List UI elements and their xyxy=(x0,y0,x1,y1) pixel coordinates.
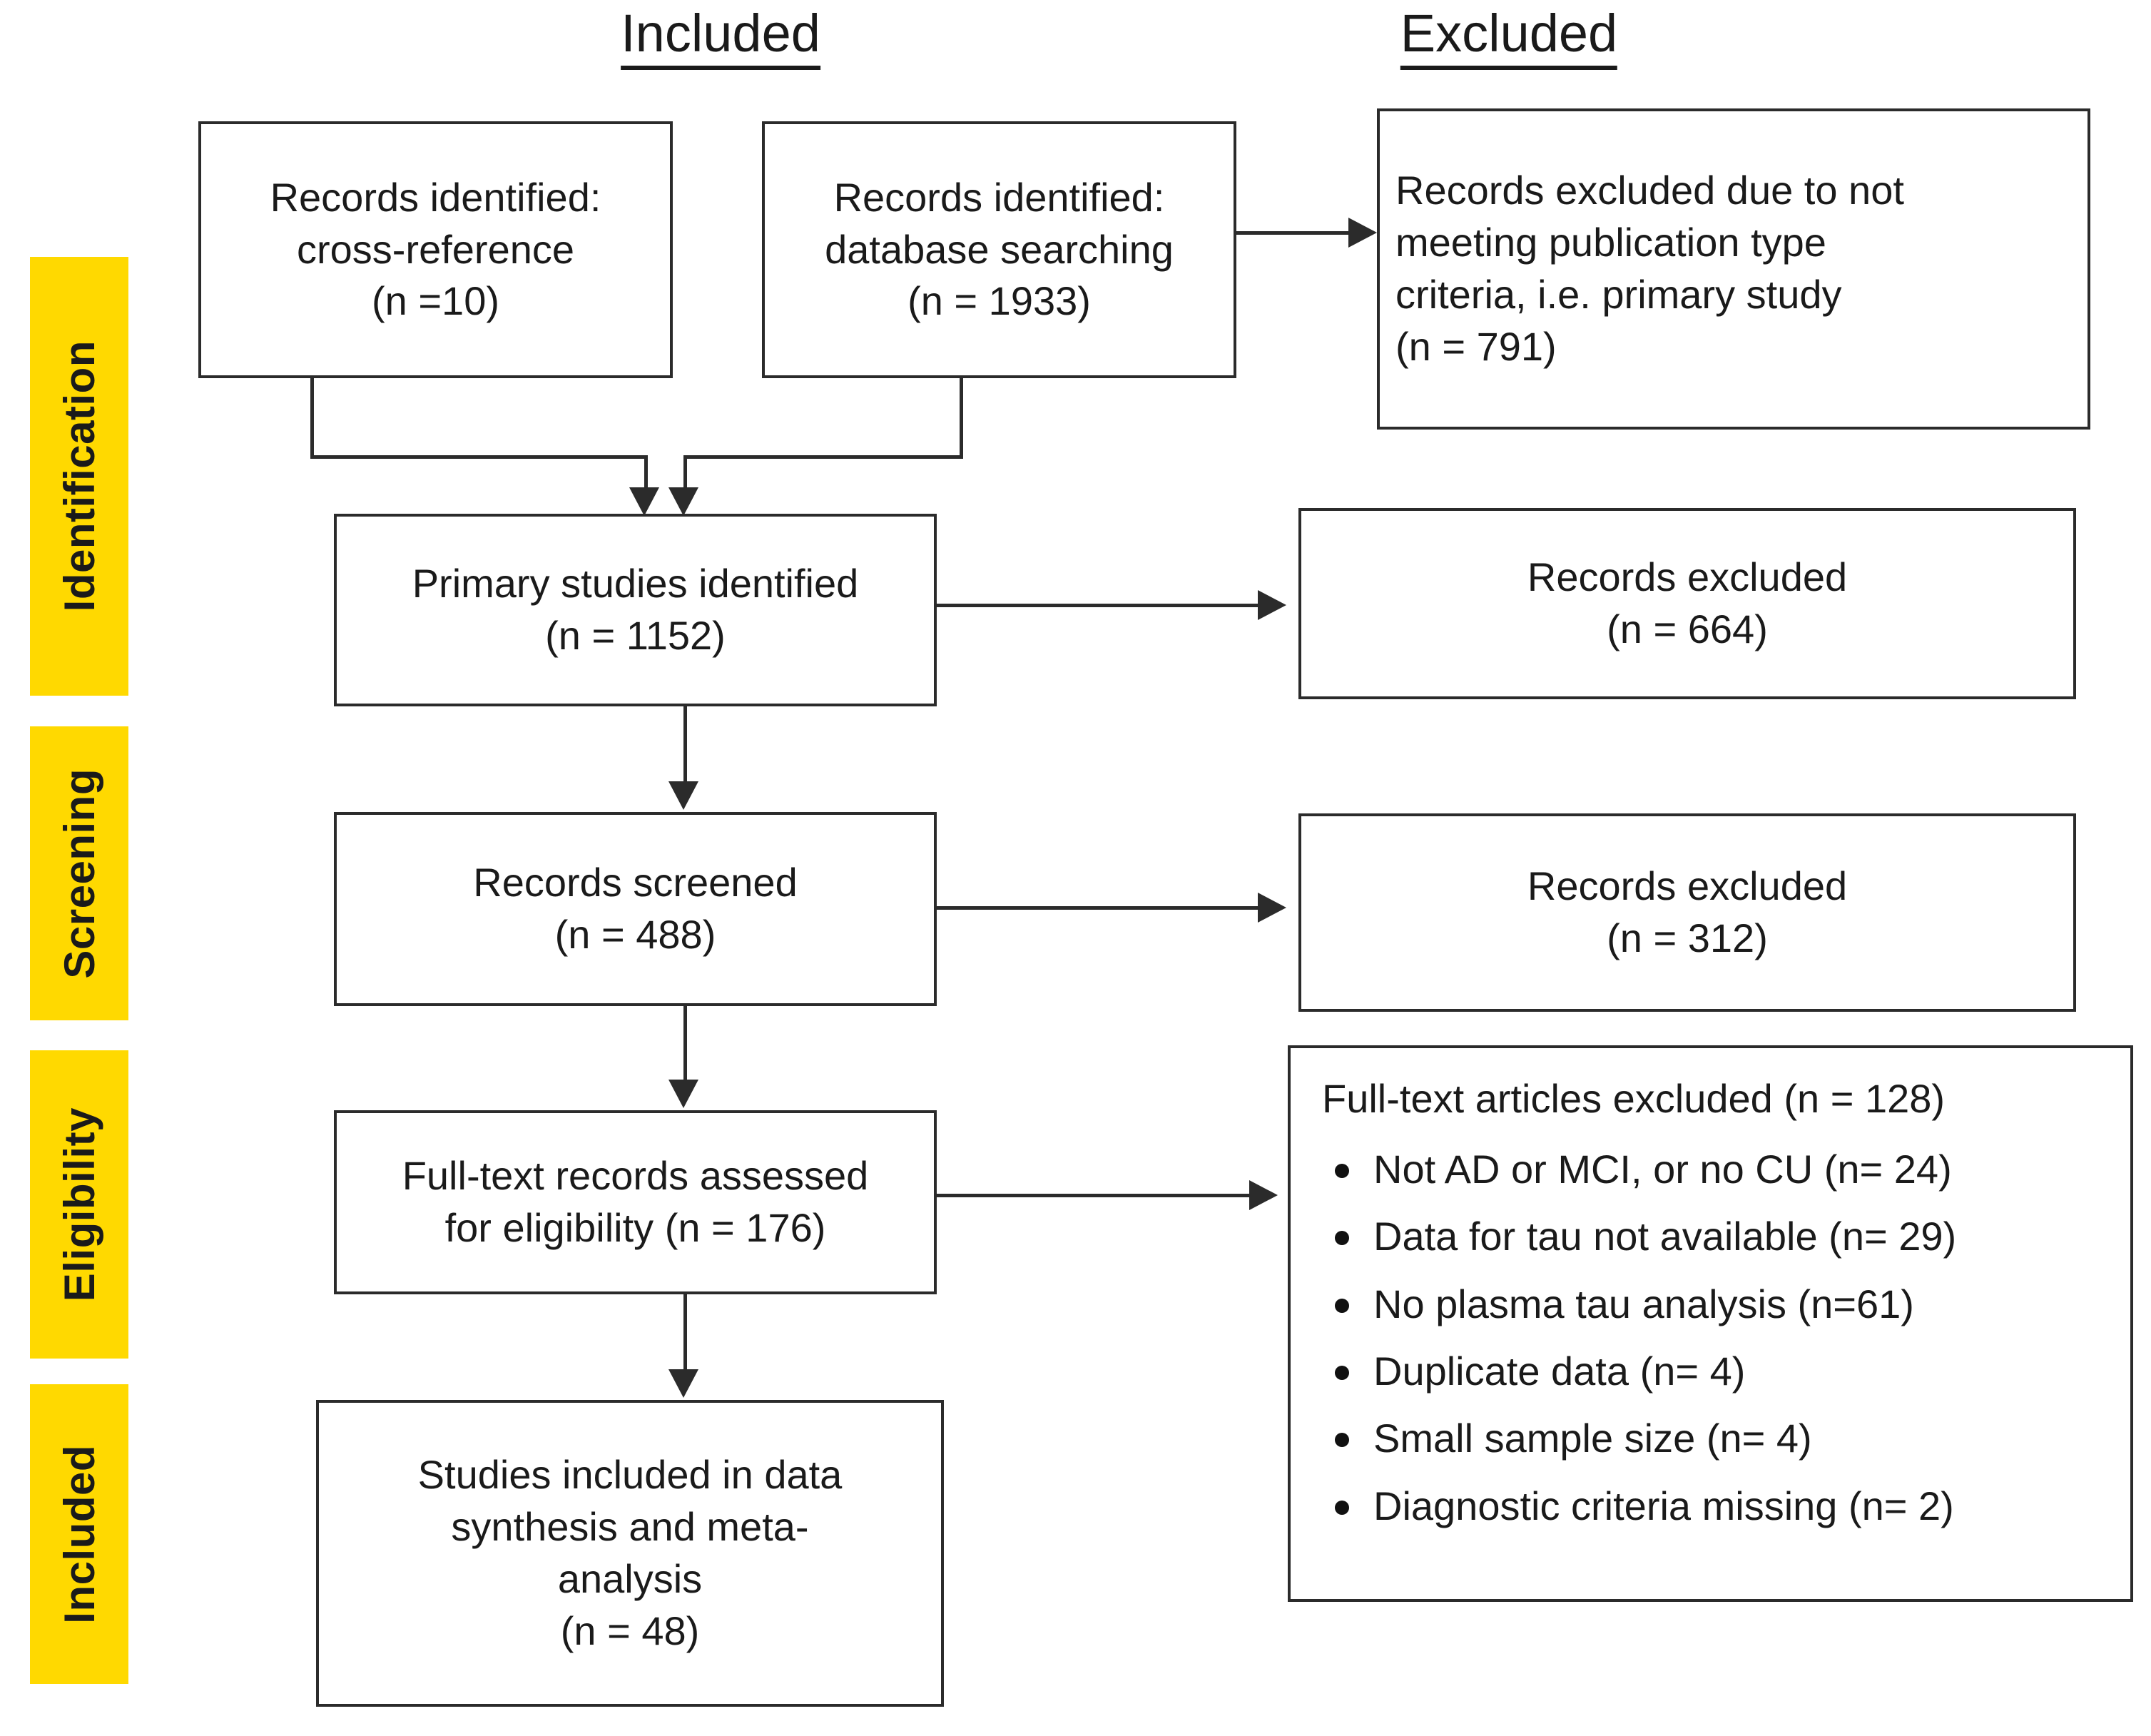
list-item: Not AD or MCI, or no CU (n= 24) xyxy=(1335,1145,2109,1194)
node-primary-studies-identified: Primary studies identified (n = 1152) xyxy=(334,514,937,706)
stage-label-included: Included xyxy=(55,1444,103,1624)
list-item: Duplicate data (n= 4) xyxy=(1335,1347,2109,1396)
node-records-screened-text: Records screened (n = 488) xyxy=(473,860,798,957)
arrowhead-primary-to-screened xyxy=(668,781,698,810)
node-excluded-publication-type: Records excluded due to not meeting publ… xyxy=(1377,108,2090,430)
node-records-cross-reference-text: Records identified: cross-reference (n =… xyxy=(270,174,601,324)
node-records-screened: Records screened (n = 488) xyxy=(334,812,937,1006)
connector-database-across xyxy=(683,455,963,459)
arrowhead-fulltext-to-excluded-list xyxy=(1249,1180,1278,1210)
stage-bar-included: Included xyxy=(30,1384,128,1684)
connector-screened-to-fulltext xyxy=(683,1006,687,1083)
connector-primary-to-excluded-664 xyxy=(937,604,1258,607)
node-records-excluded-312: Records excluded (n = 312) xyxy=(1298,813,2076,1012)
connector-database-down xyxy=(960,378,963,458)
column-heading-excluded: Excluded xyxy=(1400,7,1618,70)
stage-label-eligibility: Eligibility xyxy=(55,1107,103,1302)
node-records-excluded-664-text: Records excluded (n = 664) xyxy=(1527,554,1848,651)
stage-bar-identification: Identification xyxy=(30,257,128,696)
stage-label-identification: Identification xyxy=(55,340,103,612)
connector-primary-to-screened xyxy=(683,706,687,785)
connector-screened-to-excluded-312 xyxy=(937,906,1258,910)
connector-database-to-excluded-publication xyxy=(1236,231,1348,235)
node-records-excluded-664: Records excluded (n = 664) xyxy=(1298,508,2076,699)
column-heading-included-label: Included xyxy=(621,7,820,70)
list-item: No plasma tau analysis (n=61) xyxy=(1335,1280,2109,1329)
node-excluded-publication-type-text: Records excluded due to not meeting publ… xyxy=(1395,168,1904,369)
column-heading-included: Included xyxy=(621,7,820,70)
arrowhead-primary-to-excluded-664 xyxy=(1258,590,1286,620)
connector-database-drop xyxy=(683,455,687,491)
connector-crossref-down xyxy=(310,378,314,458)
node-records-cross-reference: Records identified: cross-reference (n =… xyxy=(198,121,673,378)
node-records-excluded-312-text: Records excluded (n = 312) xyxy=(1527,863,1848,960)
node-primary-studies-identified-text: Primary studies identified (n = 1152) xyxy=(412,561,859,658)
arrowhead-database-to-excluded-publication xyxy=(1348,218,1377,248)
list-item: Data for tau not available (n= 29) xyxy=(1335,1212,2109,1261)
connector-crossref-across xyxy=(310,455,648,459)
node-studies-included: Studies included in data synthesis and m… xyxy=(316,1400,944,1707)
connector-crossref-drop xyxy=(644,455,648,491)
node-records-database-searching: Records identified: database searching (… xyxy=(762,121,1236,378)
arrowhead-screened-to-excluded-312 xyxy=(1258,893,1286,923)
arrowhead-fulltext-to-included xyxy=(668,1369,698,1398)
arrowhead-crossref-into-primary xyxy=(629,487,659,516)
list-item: Small sample size (n= 4) xyxy=(1335,1414,2109,1463)
node-studies-included-text: Studies included in data synthesis and m… xyxy=(417,1452,843,1653)
node-records-database-searching-text: Records identified: database searching (… xyxy=(825,174,1174,324)
arrowhead-screened-to-fulltext xyxy=(668,1080,698,1108)
list-item: Diagnostic criteria missing (n= 2) xyxy=(1335,1482,2109,1531)
stage-bar-screening: Screening xyxy=(30,726,128,1020)
stage-label-screening: Screening xyxy=(55,768,103,979)
stage-bar-eligibility: Eligibility xyxy=(30,1050,128,1359)
connector-fulltext-to-excluded-list xyxy=(937,1194,1249,1197)
arrowhead-database-into-primary xyxy=(668,487,698,516)
node-fulltext-articles-excluded: Full-text articles excluded (n = 128) No… xyxy=(1288,1045,2133,1602)
node-fulltext-records-assessed-text: Full-text records assessed for eligibili… xyxy=(402,1153,869,1250)
column-heading-excluded-label: Excluded xyxy=(1400,7,1618,70)
fulltext-excluded-title: Full-text articles excluded (n = 128) xyxy=(1322,1076,1946,1121)
fulltext-excluded-reason-list: Not AD or MCI, or no CU (n= 24) Data for… xyxy=(1312,1145,2109,1531)
connector-fulltext-to-included xyxy=(683,1294,687,1373)
node-fulltext-records-assessed: Full-text records assessed for eligibili… xyxy=(334,1110,937,1294)
